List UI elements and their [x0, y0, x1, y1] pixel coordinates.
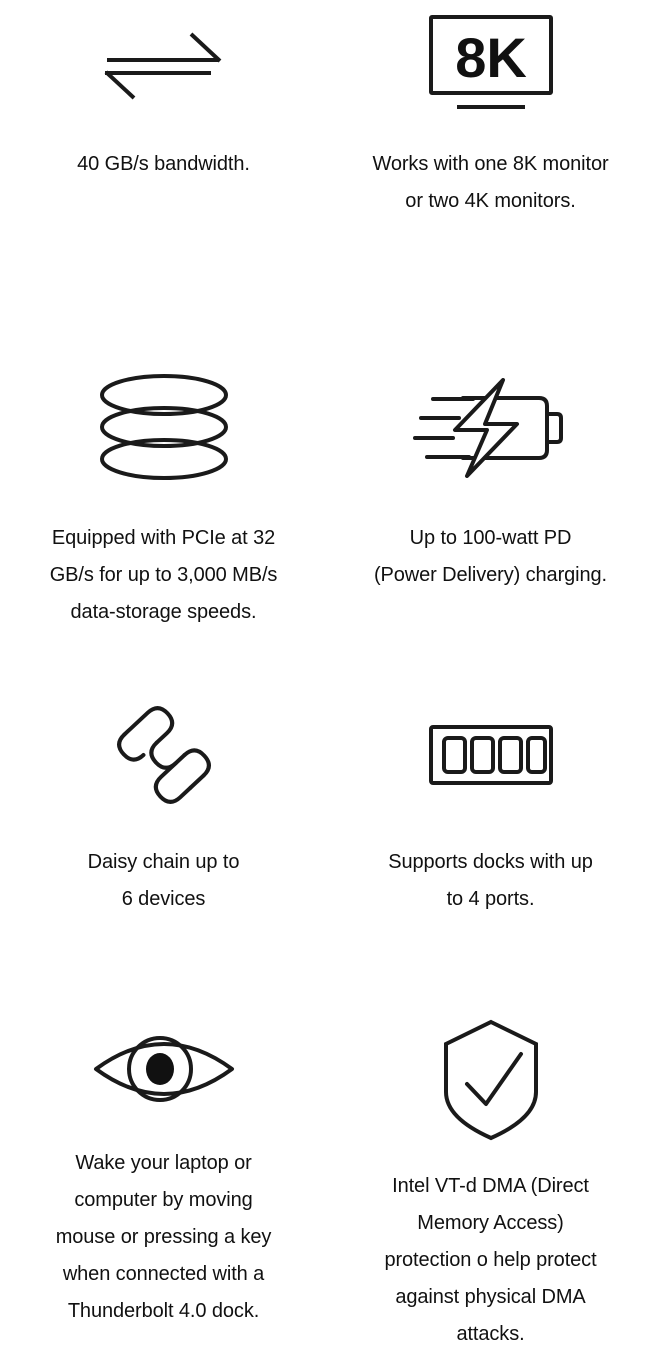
- shield-check-icon: [333, 990, 648, 1142]
- feature-caption: Daisy chain up to 6 devices: [87, 851, 240, 910]
- monitor-icon-label: 8K: [455, 26, 527, 89]
- feature-caption: Intel VT-d DMA (Direct Memory Access) pr…: [384, 1175, 597, 1345]
- bidirectional-arrows-icon: [6, 0, 321, 124]
- feature-item-8k-monitor: 8K Works with one 8K monitor or two 4K m…: [327, 0, 654, 330]
- fast-charging-battery-icon: [333, 330, 648, 498]
- feature-caption: Equipped with PCIe at 32 GB/s for up to …: [49, 527, 278, 623]
- eye-icon: [6, 990, 321, 1119]
- feature-caption: Supports docks with up to 4 ports.: [388, 851, 593, 910]
- feature-item-pd-charging: Up to 100-watt PD (Power Delivery) charg…: [327, 330, 654, 660]
- feature-item-daisy-chain: Daisy chain up to 6 devices: [0, 660, 327, 990]
- disk-stack-icon: [6, 330, 321, 498]
- feature-caption: Wake your laptop or computer by moving m…: [55, 1152, 272, 1322]
- chain-link-icon: [6, 660, 321, 820]
- monitor-8k-icon: 8K: [333, 0, 648, 124]
- feature-caption: Works with one 8K monitor or two 4K moni…: [372, 153, 609, 212]
- feature-item-pcie-storage: Equipped with PCIe at 32 GB/s for up to …: [0, 330, 327, 660]
- feature-item-dma-protection: Intel VT-d DMA (Direct Memory Access) pr…: [327, 990, 654, 1345]
- feature-item-dock-ports: Supports docks with up to 4 ports.: [327, 660, 654, 990]
- feature-caption: 40 GB/s bandwidth.: [77, 153, 250, 175]
- feature-caption: Up to 100-watt PD (Power Delivery) charg…: [373, 527, 608, 586]
- four-ports-dock-icon: [333, 660, 648, 820]
- feature-item-wake-on-input: Wake your laptop or computer by moving m…: [0, 990, 327, 1330]
- feature-item-bandwidth: 40 GB/s bandwidth.: [0, 0, 327, 330]
